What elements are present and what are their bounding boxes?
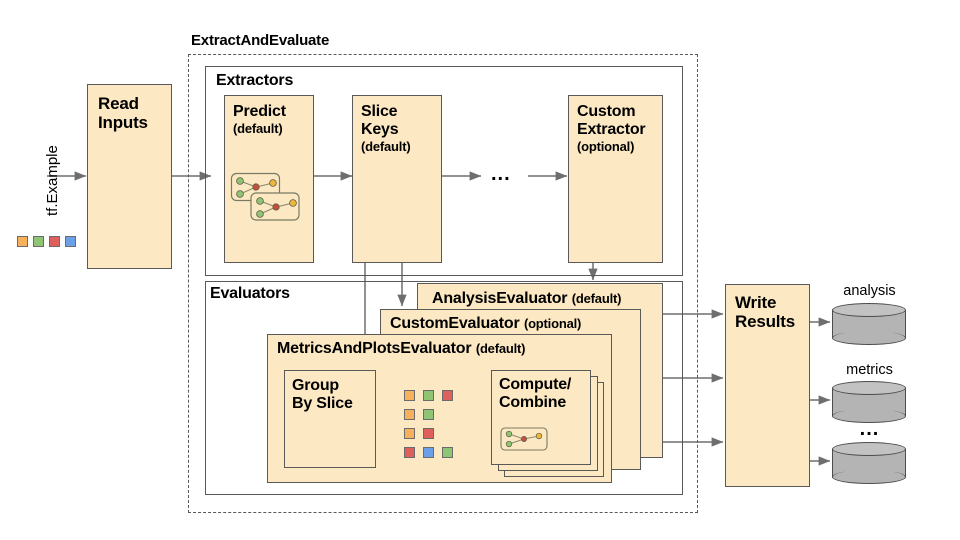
output-label-metrics: metrics (846, 362, 893, 378)
output-store-metrics[interactable] (832, 381, 906, 423)
slice-swatch (404, 409, 415, 420)
extractor-predict-qualifier: (default) (233, 120, 283, 136)
compute-combine-graph-icon (500, 427, 548, 451)
slice-swatch (404, 428, 415, 439)
extractors-title: Extractors (216, 72, 294, 89)
output-label-analysis: analysis (843, 283, 896, 299)
extractor-predict[interactable]: Predict (default) (224, 95, 314, 263)
extractor-custom-qualifier: (optional) (577, 138, 635, 154)
swatch-green (33, 236, 44, 247)
swatch-red (49, 236, 60, 247)
input-swatches (17, 236, 77, 248)
extract-and-evaluate-title: ExtractAndEvaluate (191, 32, 330, 49)
evaluator-analysis-qualifier: (default) (571, 291, 622, 306)
evaluator-metrics-name: MetricsAndPlotsEvaluator (277, 340, 472, 357)
extractor-predict-name: Predict (233, 103, 286, 120)
write-results-line2: Results (735, 312, 796, 332)
extractors-ellipsis: ... (491, 163, 511, 185)
write-results-line1: Write (735, 293, 777, 312)
compute-combine-line1: Compute/ (499, 376, 572, 393)
evaluators-title: Evaluators (210, 285, 290, 302)
extractor-slice-keys[interactable]: Slice Keys (default) (352, 95, 442, 263)
read-inputs-label-line1: Read (98, 94, 139, 113)
output-label-more: ... (859, 418, 880, 440)
slice-swatch (423, 428, 434, 439)
evaluator-custom-name: CustomEvaluator (390, 315, 520, 332)
extractor-slice-keys-qualifier: (default) (361, 138, 411, 154)
cylinder-bottom (832, 409, 906, 423)
evaluator-custom-qualifier: (optional) (523, 316, 582, 331)
extract-and-evaluate-container (188, 54, 698, 513)
cylinder-top (832, 442, 906, 456)
output-store-analysis[interactable] (832, 303, 906, 345)
slice-swatch (423, 409, 434, 420)
read-inputs-node[interactable]: Read Inputs (87, 84, 172, 269)
swatch-orange (17, 236, 28, 247)
slice-swatch (423, 447, 434, 458)
extractor-custom[interactable]: Custom Extractor (optional) (568, 95, 663, 263)
group-by-slice-line1: Group (292, 377, 339, 394)
slice-swatch-grid (404, 390, 460, 458)
evaluator-analysis-name: AnalysisEvaluator (432, 290, 568, 307)
evaluators-group (205, 281, 683, 495)
cylinder-bottom (832, 331, 906, 345)
predict-graph-icon (230, 172, 300, 221)
slice-swatch (442, 390, 453, 401)
extractor-custom-name-line1: Custom (577, 103, 636, 120)
group-by-slice-node[interactable]: Group By Slice (284, 370, 376, 468)
cylinder-top (832, 381, 906, 395)
extractor-custom-name-line2: Extractor (577, 120, 646, 138)
input-label: tf.Example (44, 145, 61, 216)
group-by-slice-line2: By Slice (292, 394, 353, 412)
extractor-slice-keys-name-line1: Slice (361, 103, 398, 120)
cylinder-top (832, 303, 906, 317)
slice-swatch (423, 390, 434, 401)
compute-combine-line2: Combine (499, 393, 567, 411)
compute-combine-node[interactable]: Compute/ Combine (491, 370, 591, 465)
extractors-group (205, 66, 683, 276)
output-store-more[interactable] (832, 442, 906, 484)
slice-swatch (442, 447, 453, 458)
cylinder-bottom (832, 470, 906, 484)
slice-swatch (404, 390, 415, 401)
swatch-blue (65, 236, 76, 247)
extractor-slice-keys-name-line2: Keys (361, 120, 399, 138)
read-inputs-label-line2: Inputs (98, 113, 148, 133)
write-results-node[interactable]: Write Results (725, 284, 810, 487)
slice-swatch (404, 447, 415, 458)
evaluator-metrics-qualifier: (default) (475, 341, 526, 356)
